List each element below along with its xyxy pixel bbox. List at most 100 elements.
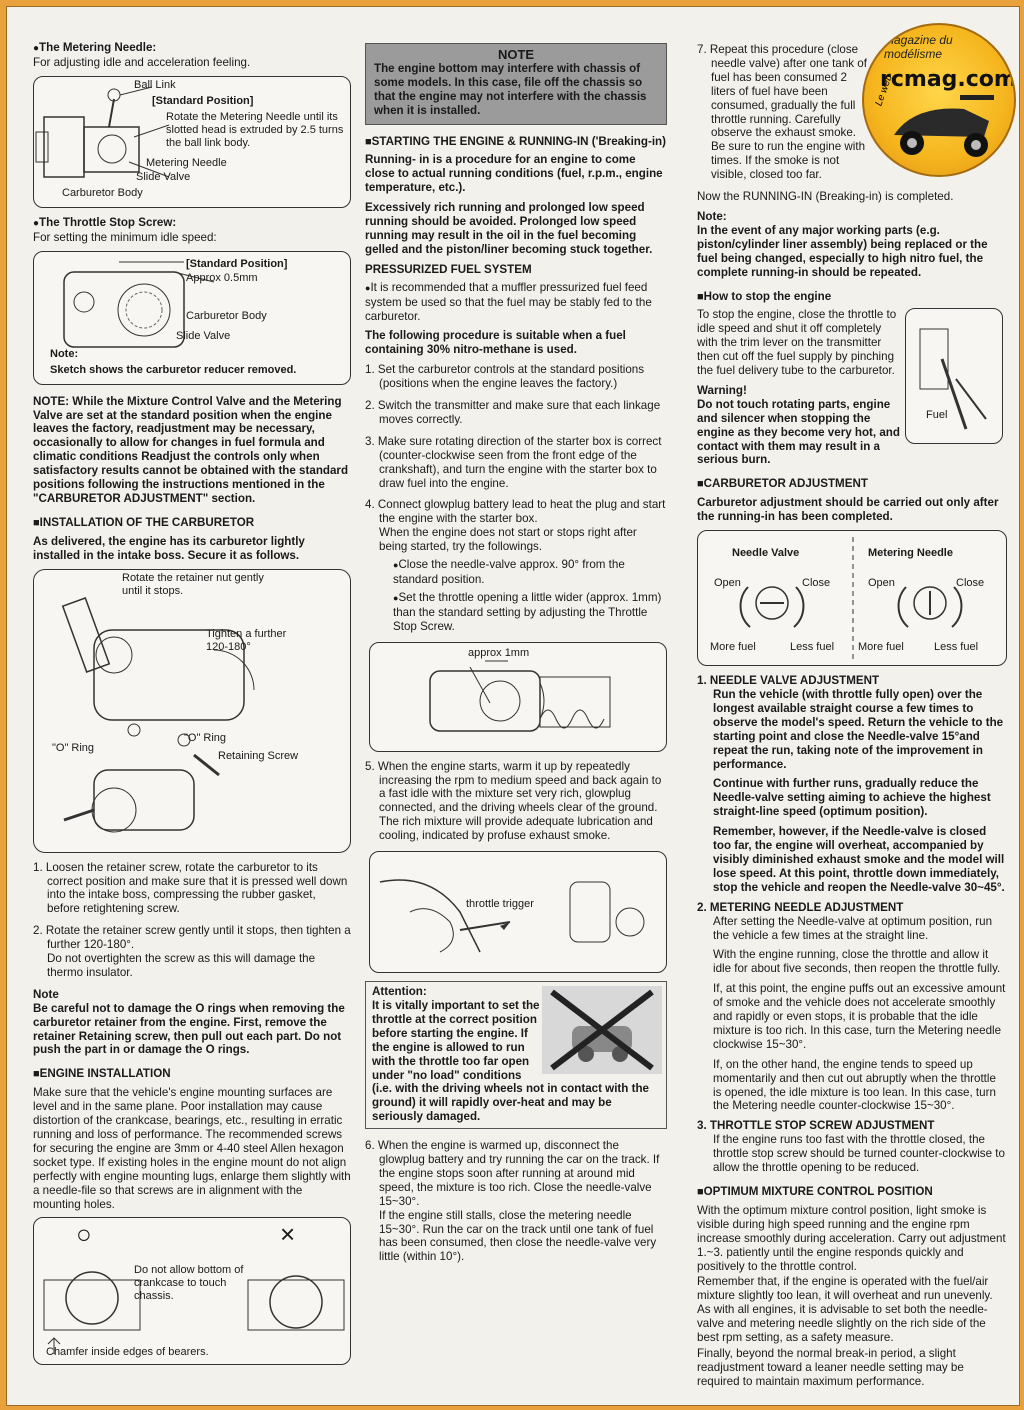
procedure-heading: The following procedure is suitable when… xyxy=(365,329,626,357)
pressurized-heading: PRESSURIZED FUEL SYSTEM xyxy=(365,262,532,276)
pinch-tube-icon xyxy=(919,328,987,430)
dial2-open: Open xyxy=(868,577,895,590)
mount-drawing-icon xyxy=(43,1271,345,1355)
rotate-text: Rotate the Metering Needle until its slo… xyxy=(166,110,344,149)
ball-link-label: Ball Link xyxy=(134,78,176,91)
mn-para-3: If, at this point, the engine puffs out … xyxy=(713,982,1006,1051)
dial1-open: Open xyxy=(714,577,741,590)
start-step-6-text: 6. When the engine is warmed up, disconn… xyxy=(365,1139,660,1208)
throttle-drawing-icon xyxy=(63,261,215,348)
stop-engine-text: To stop the engine, close the throttle t… xyxy=(697,308,897,378)
rotate-nut-label: Rotate the retainer nut gently until it … xyxy=(122,571,264,597)
dial2-more-fuel: More fuel xyxy=(858,641,904,654)
column-middle: NOTE The engine bottom may interfere wit… xyxy=(365,43,667,1272)
carb-adjust-intro: Carburetor adjustment should be carried … xyxy=(697,496,999,524)
throttle-trigger-figure: throttle trigger xyxy=(369,851,667,974)
start-step-5: 5. When the engine starts, warm it up by… xyxy=(365,759,662,843)
throttle-stop-desc: For setting the minimum idle speed: xyxy=(33,230,217,244)
slide-valve-2-label: Slide Valve xyxy=(176,329,231,342)
start-step-7: 7. Repeat this procedure (close needle v… xyxy=(697,43,867,182)
chamfer-label: Chamfer inside edges of bearers. xyxy=(46,1346,209,1359)
note-label: Note: xyxy=(50,347,79,360)
ng-mark: × xyxy=(280,1219,296,1250)
carburetor-body-2-label: Carburetor Body xyxy=(186,309,267,322)
o-ring-note-label: Note xyxy=(33,987,59,1001)
car-crossed-icon xyxy=(542,986,662,1075)
approx-05-label: Approx 0.5mm xyxy=(186,271,258,284)
opt-para-2: Remember that, if the engine is operated… xyxy=(697,1275,993,1345)
transmitter-hand-icon xyxy=(379,879,645,953)
rcmag-logo[interactable]: magazine du modélisme Le web rcmag.com xyxy=(862,23,1016,177)
dial2-close: Close xyxy=(956,577,985,590)
dial1-less-fuel: Less fuel xyxy=(790,641,835,654)
instruction-page: The Metering Needle: For adjusting idle … xyxy=(6,6,1020,1406)
metering-needle-heading: The Metering Needle: xyxy=(33,41,351,56)
needle-valve-adjust-heading: 1. NEEDLE VALVE ADJUSTMENT xyxy=(697,674,880,688)
note-title: NOTE xyxy=(497,47,535,62)
adjustment-dials-figure: Needle Valve Metering Needle Open Close … xyxy=(697,530,1007,667)
sketch-note: Sketch shows the carburetor reducer remo… xyxy=(50,363,297,376)
major-parts-note-label: Note: xyxy=(697,209,727,223)
attention-bold-text: It is vitally important to set the throt… xyxy=(372,998,540,1082)
start-step-3: 3. Make sure rotating direction of the s… xyxy=(365,434,662,490)
stop-engine-heading: How to stop the engine xyxy=(697,290,1007,305)
running-in-para-1: Running- in is a procedure for an engine… xyxy=(365,153,663,195)
pressurized-text: It is recommended that a muffler pressur… xyxy=(365,281,667,324)
approx-1mm-label: approx 1mm xyxy=(468,646,530,659)
carburetor-install-figure: Rotate the retainer nut gently until it … xyxy=(33,568,351,853)
major-parts-note: In the event of any major working parts … xyxy=(697,223,988,279)
slide-valve-label: Slide Valve xyxy=(136,170,191,183)
engine-install-heading: ENGINE INSTALLATION xyxy=(33,1067,351,1082)
mn-para-2: With the engine running, close the throt… xyxy=(713,948,1001,976)
metering-adjust-heading: 2. METERING NEEDLE ADJUSTMENT xyxy=(697,900,904,914)
note-text: The engine bottom may interfere with cha… xyxy=(374,61,647,117)
mn-para-4: If, on the other hand, the engine tends … xyxy=(713,1057,996,1113)
standard-note-paragraph: NOTE: While the Mixture Control Valve an… xyxy=(33,394,349,505)
install-carburetor-heading: INSTALLATION OF THE CARBURETOR xyxy=(33,516,351,531)
standard-position-2-label: [Standard Position] xyxy=(186,257,288,270)
start-step-4-followup: When the engine does not start or stops … xyxy=(379,526,637,554)
retaining-screw-label: Retaining Screw xyxy=(218,749,299,762)
throttle-opening-figure: approx 1mm xyxy=(369,641,667,752)
throttle-opening-icon xyxy=(429,660,611,732)
throttle-trigger-label: throttle trigger xyxy=(466,898,534,911)
throttle-stop-adjust-body: If the engine runs too fast with the thr… xyxy=(697,1133,1007,1175)
metering-adjust-body: After setting the Needle-valve at optimu… xyxy=(697,915,1007,1114)
metering-needle-desc: For adjusting idle and acceleration feel… xyxy=(33,55,251,69)
ts-para: If the engine runs too fast with the thr… xyxy=(713,1133,1005,1175)
start-step-4-sub-1: Close the needle-valve approx. 90° from … xyxy=(379,558,667,587)
start-step-2: 2. Switch the transmitter and make sure … xyxy=(365,399,661,426)
dial1-close: Close xyxy=(802,577,831,590)
ok-mark: ○ xyxy=(76,1219,92,1250)
install-carburetor-intro: As delivered, the engine has its carbure… xyxy=(33,534,305,562)
carb-step-2-text: 2. Rotate the retainer screw gently unti… xyxy=(33,924,351,952)
nv-para-1: Run the vehicle (with throttle fully ope… xyxy=(713,688,1004,771)
metering-needle-figure: Ball Link [Standard Position] Rotate the… xyxy=(33,75,351,208)
start-step-1: 1. Set the carburetor controls at the st… xyxy=(365,363,645,391)
mounting-figure: ○ × Do not allow bottom of crankcase to … xyxy=(33,1217,351,1366)
column-left: The Metering Needle: For adjusting idle … xyxy=(33,37,351,1373)
start-step-6: 6. When the engine is warmed up, disconn… xyxy=(365,1139,667,1264)
needle-valve-adjust-body: Run the vehicle (with throttle fully ope… xyxy=(697,688,1007,895)
attention-title: Attention: xyxy=(372,985,427,999)
carburetor-body-label: Carburetor Body xyxy=(62,186,143,199)
warning-title: Warning! xyxy=(697,383,747,397)
chassis-note-box: NOTE The engine bottom may interfere wit… xyxy=(365,43,667,125)
attention-box: Attention: It is vitally important to se… xyxy=(365,981,667,1130)
logo-arc-text: magazine du modélisme xyxy=(884,33,953,61)
running-in-completed: Now the RUNNING-IN (Breaking-in) is comp… xyxy=(697,190,954,204)
carb-step-2: 2. Rotate the retainer screw gently unti… xyxy=(33,924,351,980)
opt-para-1: With the optimum mixture control positio… xyxy=(697,1203,1006,1273)
o-ring-left-label: "O" Ring xyxy=(52,741,95,754)
column-right: 7. Repeat this procedure (close needle v… xyxy=(697,43,1007,1395)
running-in-para-2: Excessively rich running and prolonged l… xyxy=(365,201,653,256)
o-ring-note: Be careful not to damage the O rings whe… xyxy=(33,1001,345,1057)
engine-install-text: Make sure that the vehicle's engine moun… xyxy=(33,1086,351,1211)
attention-rest-text: (i.e. with the driving wheels not in con… xyxy=(372,1082,649,1124)
do-not-allow-label: Do not allow bottom of crankcase to touc… xyxy=(134,1264,244,1303)
nv-para-2: Continue with further runs, gradually re… xyxy=(713,777,991,819)
stop-engine-block: To stop the engine, close the throttle t… xyxy=(697,308,1007,467)
carb-adjust-heading: CARBURETOR ADJUSTMENT xyxy=(697,477,1007,492)
buggy-icon xyxy=(894,95,994,157)
carb-step-2-warning: Do not overtighten the screw as this wil… xyxy=(47,952,316,979)
